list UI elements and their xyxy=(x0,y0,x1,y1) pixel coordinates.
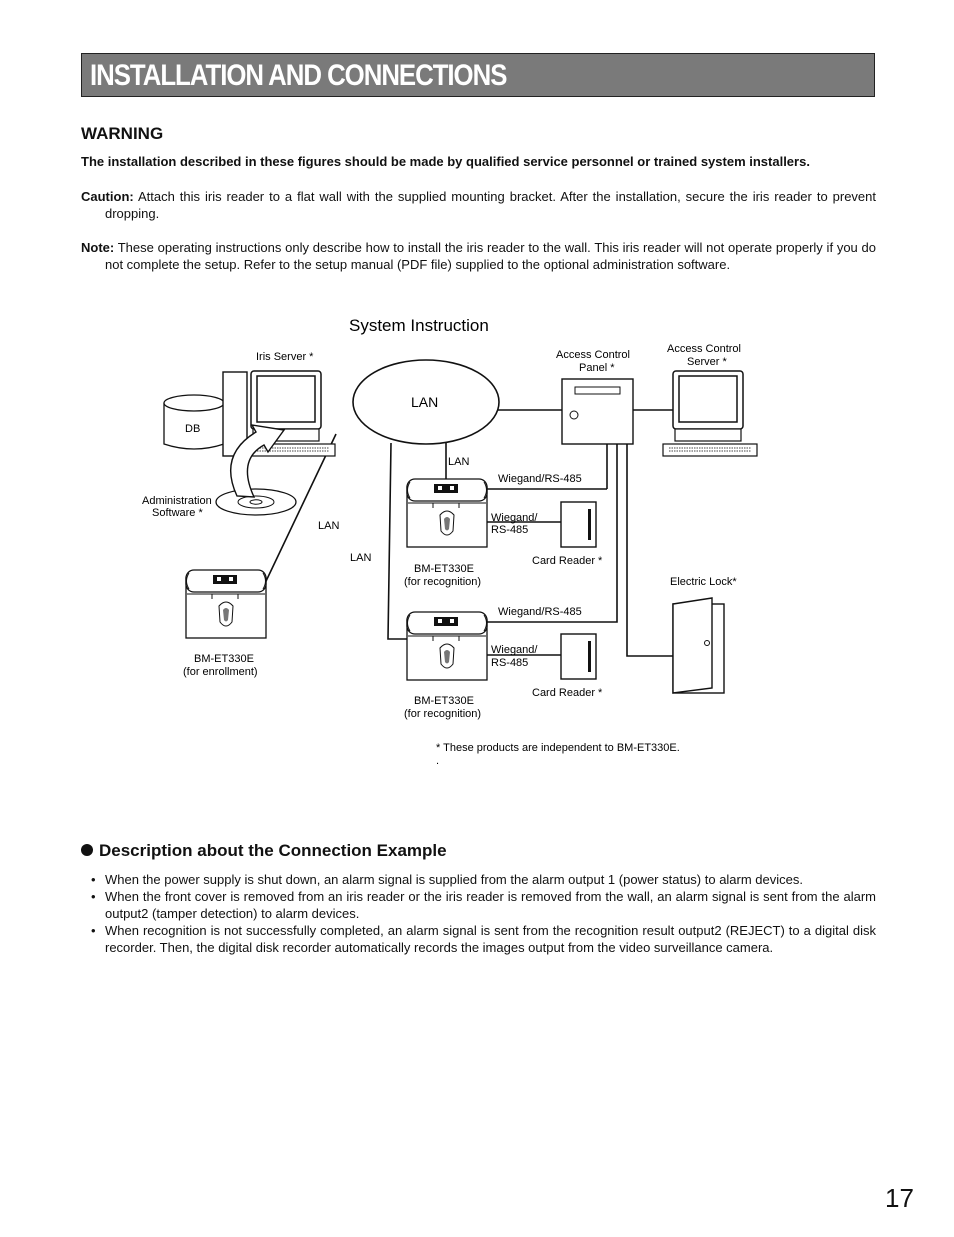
wiegand-short-2a: Wiegand/ xyxy=(491,644,538,656)
page-number: 17 xyxy=(885,1183,914,1213)
wiegand-label-2: Wiegand/RS-485 xyxy=(498,606,582,618)
list-item: When recognition is not successfully com… xyxy=(81,922,876,956)
lan-line-label-3: LAN xyxy=(350,552,371,564)
caution-text: Attach this iris reader to a flat wall w… xyxy=(105,189,876,221)
software-disc-icon xyxy=(215,488,297,516)
note-text: These operating instructions only descri… xyxy=(105,240,876,272)
wiegand-short-1a: Wiegand/ xyxy=(491,512,538,524)
access-control-server-icon xyxy=(662,370,758,457)
card-slot-1 xyxy=(588,509,591,540)
iris-reader-recognition-2-icon xyxy=(406,611,488,681)
acs-label-1: Access Control xyxy=(667,343,741,355)
iris-reader-recognition-1-icon xyxy=(406,478,488,548)
admin-software-label-1: Administration xyxy=(142,495,212,507)
lan-line-label-2: LAN xyxy=(318,520,339,532)
wiegand-short-1b: RS-485 xyxy=(491,524,528,536)
card-reader-1-label: Card Reader * xyxy=(532,555,603,567)
lan-label: LAN xyxy=(411,394,438,410)
list-item: When the front cover is removed from an … xyxy=(81,888,876,922)
iris-server-label: Iris Server * xyxy=(256,351,314,363)
lan-cloud xyxy=(352,359,500,445)
panel-slot xyxy=(574,386,621,395)
reader-1-model: BM-ET330E xyxy=(414,563,474,575)
description-heading: Description about the Connection Example xyxy=(81,841,447,861)
panel-indicator xyxy=(569,410,579,420)
diagram-title: System Instruction xyxy=(349,316,489,335)
enrollment-role: (for enrollment) xyxy=(183,666,258,678)
caution-label: Caution: xyxy=(81,189,134,204)
db-label: DB xyxy=(185,423,200,435)
lan-line-label-1: LAN xyxy=(448,456,469,468)
note-paragraph: Note: These operating instructions only … xyxy=(81,239,876,273)
warning-heading: WARNING xyxy=(81,124,164,143)
card-slot-2 xyxy=(588,641,591,672)
iris-reader-enrollment-icon xyxy=(185,569,267,639)
reader-2-model: BM-ET330E xyxy=(414,695,474,707)
page-title: INSTALLATION AND CONNECTIONS xyxy=(90,59,507,92)
system-diagram: System Instruction LAN DB Iris Server * … xyxy=(142,316,758,767)
diagram-footnote-dot: . xyxy=(436,755,439,767)
title-bar: INSTALLATION AND CONNECTIONS xyxy=(81,53,875,97)
caution-paragraph: Caution: Attach this iris reader to a fl… xyxy=(81,188,876,222)
install-arrow-icon xyxy=(230,424,286,498)
acp-label-1: Access Control xyxy=(556,349,630,361)
enrollment-model: BM-ET330E xyxy=(194,653,254,665)
database-icon xyxy=(163,394,225,450)
reader-2-role: (for recognition) xyxy=(404,708,481,720)
reader-1-role: (for recognition) xyxy=(404,576,481,588)
acp-label-2: Panel * xyxy=(579,362,615,374)
connection-lines xyxy=(257,409,675,657)
note-label: Note: xyxy=(81,240,115,255)
admin-software-label-2: Software * xyxy=(152,507,203,519)
description-heading-text: Description about the Connection Example xyxy=(99,841,447,860)
wiegand-short-2b: RS-485 xyxy=(491,657,528,669)
door-icon xyxy=(672,597,725,694)
description-list: When the power supply is shut down, an a… xyxy=(81,871,876,956)
card-reader-2-label: Card Reader * xyxy=(532,687,603,699)
list-item: When the power supply is shut down, an a… xyxy=(81,871,876,888)
wiegand-label-1: Wiegand/RS-485 xyxy=(498,473,582,485)
acs-label-2: Server * xyxy=(687,356,727,368)
bullet-dot-icon xyxy=(81,844,93,856)
diagram-footnote: * These products are independent to BM-E… xyxy=(436,742,680,754)
electric-lock-label: Electric Lock* xyxy=(670,576,737,588)
warning-text: The installation described in these figu… xyxy=(81,154,810,169)
